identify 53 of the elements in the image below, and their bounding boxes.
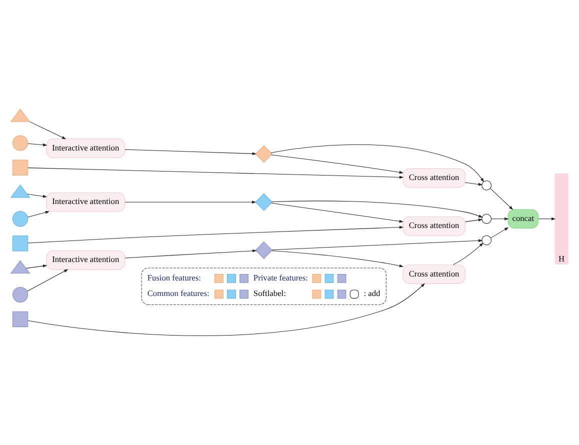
node-triangle — [10, 260, 30, 274]
node-triangle — [10, 108, 30, 122]
node-square — [12, 236, 28, 252]
node-circle — [482, 180, 492, 190]
legend-label: Private features: — [253, 273, 308, 282]
arrow — [28, 143, 48, 146]
node-box: Interactive attention — [46, 192, 126, 212]
arrow — [124, 249, 257, 258]
node-diamond — [255, 193, 273, 211]
node-box: Cross attention — [402, 216, 466, 236]
legend-label: Softlabel: — [253, 289, 286, 298]
arrow — [452, 242, 484, 266]
node-circle — [12, 286, 28, 302]
node-triangle — [10, 184, 30, 198]
arrow — [124, 200, 256, 204]
node-box: Interactive attention — [46, 250, 126, 270]
arrow — [27, 211, 50, 218]
arrow — [28, 168, 404, 179]
arrow — [26, 264, 48, 269]
arrow — [490, 227, 509, 238]
node-box: concat — [508, 209, 539, 229]
arrow — [538, 217, 556, 220]
arrow — [28, 283, 425, 336]
node-circle — [482, 214, 492, 224]
legend-label: Fusion features: — [147, 273, 201, 282]
node-circle — [12, 135, 28, 151]
arrow — [464, 218, 483, 222]
legend-label: : add — [364, 289, 380, 298]
node-box: Cross attention — [402, 168, 466, 188]
node-diamond — [255, 241, 273, 259]
arrow — [271, 154, 404, 174]
arrow — [464, 182, 483, 186]
arrow — [272, 200, 483, 218]
arrow — [490, 188, 514, 210]
node-box: Interactive attention — [46, 138, 126, 158]
node-circle — [482, 235, 492, 246]
node-box: Cross attention — [402, 264, 466, 284]
arrow — [27, 194, 48, 198]
arrow — [29, 121, 66, 140]
node-circle — [12, 211, 28, 227]
arrow — [271, 202, 404, 223]
arrow — [124, 149, 256, 156]
arrow — [270, 144, 484, 182]
node-square — [12, 160, 28, 176]
arrow — [272, 250, 404, 268]
arrow — [491, 217, 509, 220]
node-box: H — [554, 173, 568, 264]
arrow — [28, 226, 404, 244]
arrow — [26, 269, 68, 292]
arrow — [272, 239, 483, 250]
node-square — [12, 311, 28, 328]
node-diamond — [255, 145, 273, 163]
legend-label: Common features: — [147, 289, 210, 298]
